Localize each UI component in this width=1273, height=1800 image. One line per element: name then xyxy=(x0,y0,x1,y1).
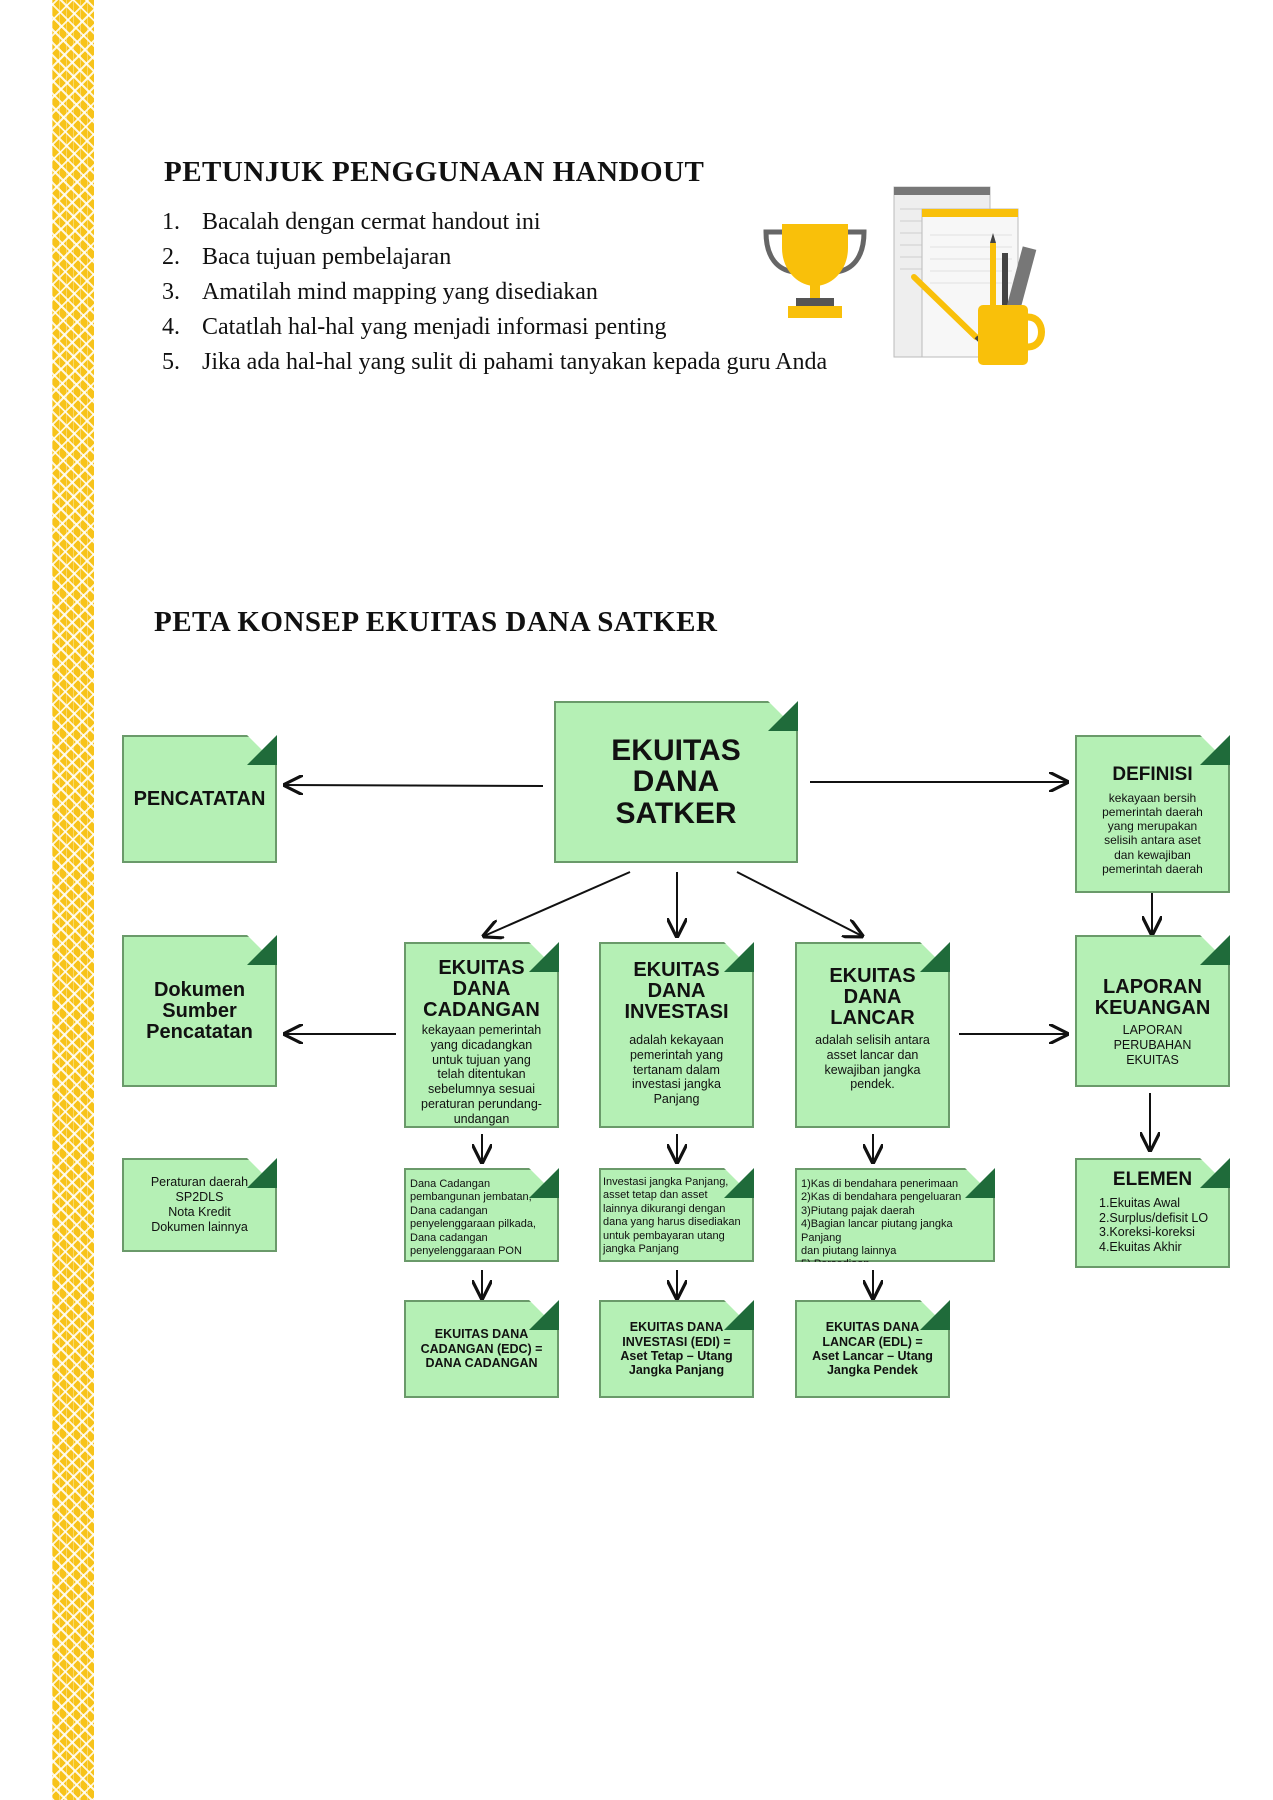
box-fold xyxy=(920,942,950,972)
box-fold xyxy=(724,942,754,972)
box-fold xyxy=(1200,935,1230,965)
box-fold xyxy=(247,935,277,965)
center-node: EKUITAS DANA SATKER xyxy=(554,701,798,863)
box-fold xyxy=(920,1300,950,1330)
box-fold xyxy=(1200,735,1230,765)
box-fold xyxy=(529,942,559,972)
box-fold xyxy=(768,701,798,731)
box-fold xyxy=(965,1168,995,1198)
box-fold xyxy=(529,1168,559,1198)
box-fold xyxy=(724,1168,754,1198)
box-fold xyxy=(247,1158,277,1188)
box-fold xyxy=(724,1300,754,1330)
box-fold xyxy=(247,735,277,765)
box-fold xyxy=(1200,1158,1230,1188)
box-fold xyxy=(529,1300,559,1330)
